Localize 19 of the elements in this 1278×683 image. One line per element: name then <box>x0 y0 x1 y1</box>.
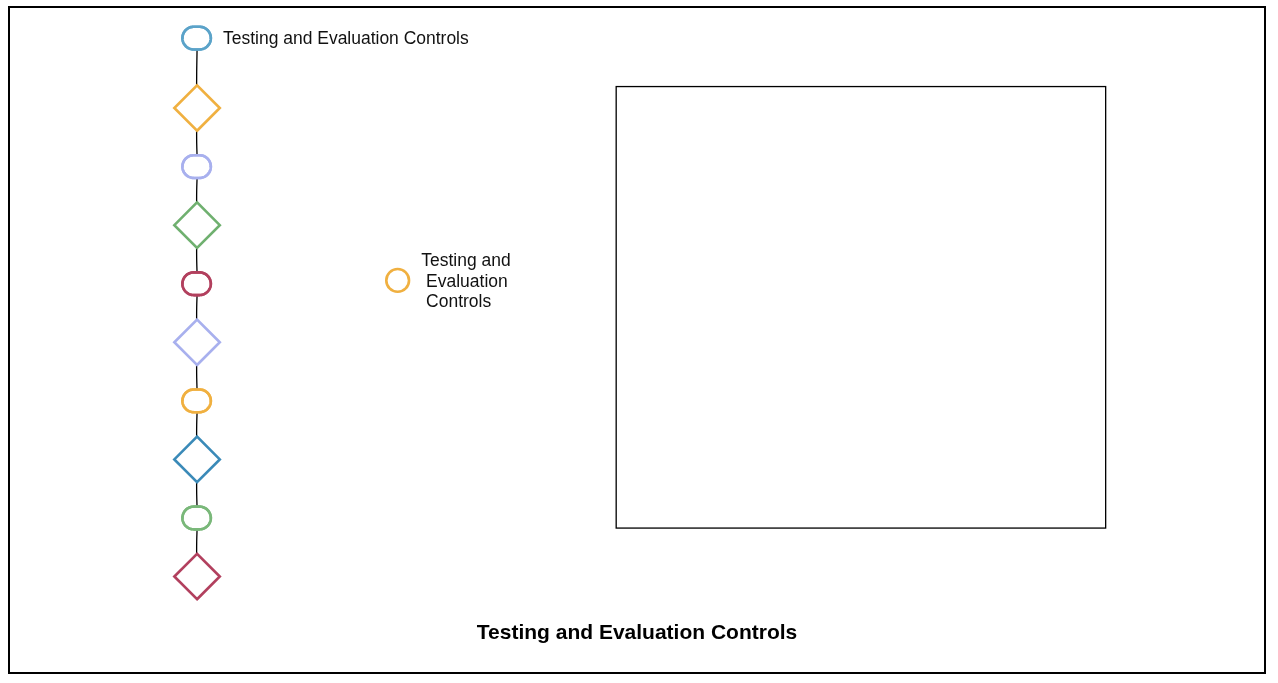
terminal-shape <box>181 25 213 51</box>
empty-frame <box>615 85 1107 529</box>
connector-line <box>195 49 198 86</box>
caption: Testing and Evaluation Controls <box>476 620 798 644</box>
connector-line <box>195 529 198 555</box>
decision-diamond <box>172 434 222 484</box>
node-caption: Testing and Evaluation Controls <box>421 249 511 312</box>
node-caption: Testing and Evaluation Controls <box>223 28 469 49</box>
terminal-shape <box>181 388 213 414</box>
decision-diamond <box>172 200 222 250</box>
circle-shape <box>385 267 411 294</box>
terminal-shape <box>181 505 213 531</box>
decision-diamond <box>172 83 222 133</box>
decision-diamond <box>172 317 222 367</box>
connector-line <box>195 412 198 438</box>
terminal-shape <box>181 153 213 180</box>
terminal-shape <box>181 271 213 297</box>
decision-diamond <box>172 551 222 602</box>
connector-line <box>195 177 198 204</box>
